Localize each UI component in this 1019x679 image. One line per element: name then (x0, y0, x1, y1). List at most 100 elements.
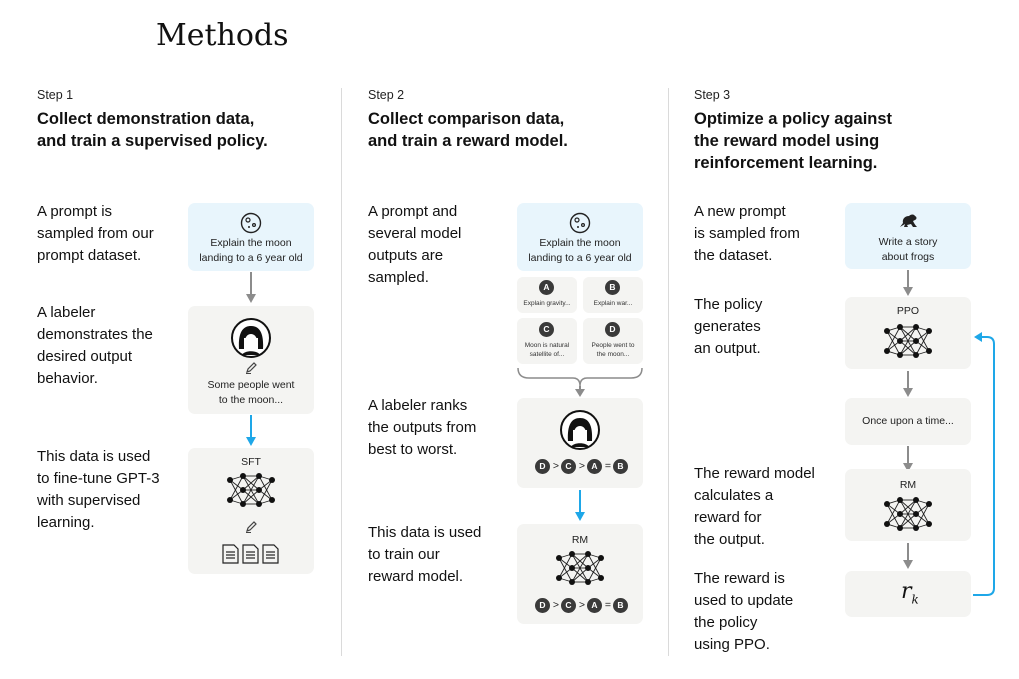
network-node (269, 497, 275, 503)
arrow (246, 415, 256, 446)
text-line: A labeler (37, 304, 96, 321)
network-node (240, 501, 246, 507)
network-edge (571, 567, 589, 583)
network-node (240, 487, 246, 493)
network-node (269, 477, 275, 483)
network-edge (915, 330, 930, 356)
network-node (926, 348, 932, 354)
network-node (926, 521, 932, 527)
network-node (897, 338, 903, 344)
option-text: Explain gravity... (517, 299, 577, 308)
text-line: Explain gravity... (523, 300, 571, 307)
reward-model-box: RM D > C > A = B (517, 524, 643, 624)
prompt-box: Write a story about frogs (845, 203, 971, 269)
network-edge (899, 326, 917, 342)
text-line: reward for (694, 509, 762, 526)
network-node (913, 338, 919, 344)
reward-model-box: RM (845, 469, 971, 541)
rank-operator: > (552, 460, 560, 472)
text-line: about frogs (881, 251, 935, 263)
network-edge (571, 553, 589, 583)
neural-network-icon (556, 551, 604, 585)
policy-label: PPO (896, 305, 920, 317)
network-edge (886, 499, 901, 525)
network-node (585, 565, 591, 571)
neural-network-icon (227, 473, 275, 507)
text-line: The reward model (694, 465, 815, 482)
text-line: A labeler ranks (368, 397, 468, 414)
network-edge (899, 340, 917, 356)
text-line: Explain war... (593, 300, 633, 307)
network-node (227, 477, 233, 483)
network-node (227, 497, 233, 503)
rank-operator: = (604, 599, 612, 611)
text-line: Write a story (878, 236, 938, 248)
text-line: A prompt is (37, 203, 113, 220)
text-line: reinforcement learning. (694, 154, 878, 172)
network-node (913, 324, 919, 330)
network-node (884, 348, 890, 354)
column-divider (341, 88, 342, 656)
generated-output-text: Once upon a time... (862, 415, 954, 427)
network-edge (242, 489, 260, 505)
network-edge (899, 513, 917, 529)
text-line: the outputs from (368, 419, 477, 436)
output-option: A Explain gravity... (517, 277, 577, 313)
network-node (569, 551, 575, 557)
rank-operator: > (578, 599, 586, 611)
network-edge (886, 326, 901, 352)
feedback-loop-arrow (973, 332, 995, 596)
policy-box: PPO (845, 297, 971, 369)
page-title: Methods (156, 18, 289, 53)
model-label: RM (571, 534, 589, 546)
text-line: demonstrates the (37, 326, 153, 343)
text-line: Optimize a policy against (694, 110, 893, 128)
network-node (897, 324, 903, 330)
model-label: RM (899, 479, 917, 491)
option-text: Explain war... (583, 299, 643, 308)
rank-operator: = (604, 460, 612, 472)
text-line: and train a supervised policy. (37, 132, 268, 150)
network-node (897, 497, 903, 503)
text-line: generates (694, 318, 761, 335)
text-line: and train a reward model. (368, 132, 568, 150)
text-line: This data is used (37, 448, 151, 465)
network-edge (886, 330, 901, 356)
text-line: several model (368, 225, 462, 242)
network-edge (571, 553, 589, 569)
network-edge (558, 553, 573, 579)
arrow (246, 272, 256, 303)
network-edge (229, 475, 244, 501)
text-line: A prompt and (368, 203, 458, 220)
rank-badge: B (613, 459, 628, 474)
text-line: desired output (37, 348, 133, 365)
reward-box: rk (845, 571, 971, 617)
text-line: learning. (37, 514, 95, 531)
network-edge (886, 503, 901, 529)
network-node (598, 555, 604, 561)
text-line: landing to a 6 year old (528, 252, 632, 264)
text-line: the policy (694, 614, 758, 631)
step-label: Step 1 (37, 88, 74, 102)
network-edge (915, 503, 930, 529)
option-letter-badge: B (605, 280, 620, 295)
network-edge (229, 479, 244, 505)
network-edge (915, 326, 930, 352)
network-node (256, 473, 262, 479)
generated-output-box: Once upon a time... (845, 398, 971, 445)
text-line: Collect demonstration data, (37, 110, 255, 128)
network-edge (242, 475, 260, 505)
sft-model-box: SFT (188, 448, 314, 574)
arrow (575, 490, 585, 521)
text-line: to fine-tune GPT-3 (37, 470, 160, 487)
network-node (897, 525, 903, 531)
text-line: the output. (694, 531, 765, 548)
